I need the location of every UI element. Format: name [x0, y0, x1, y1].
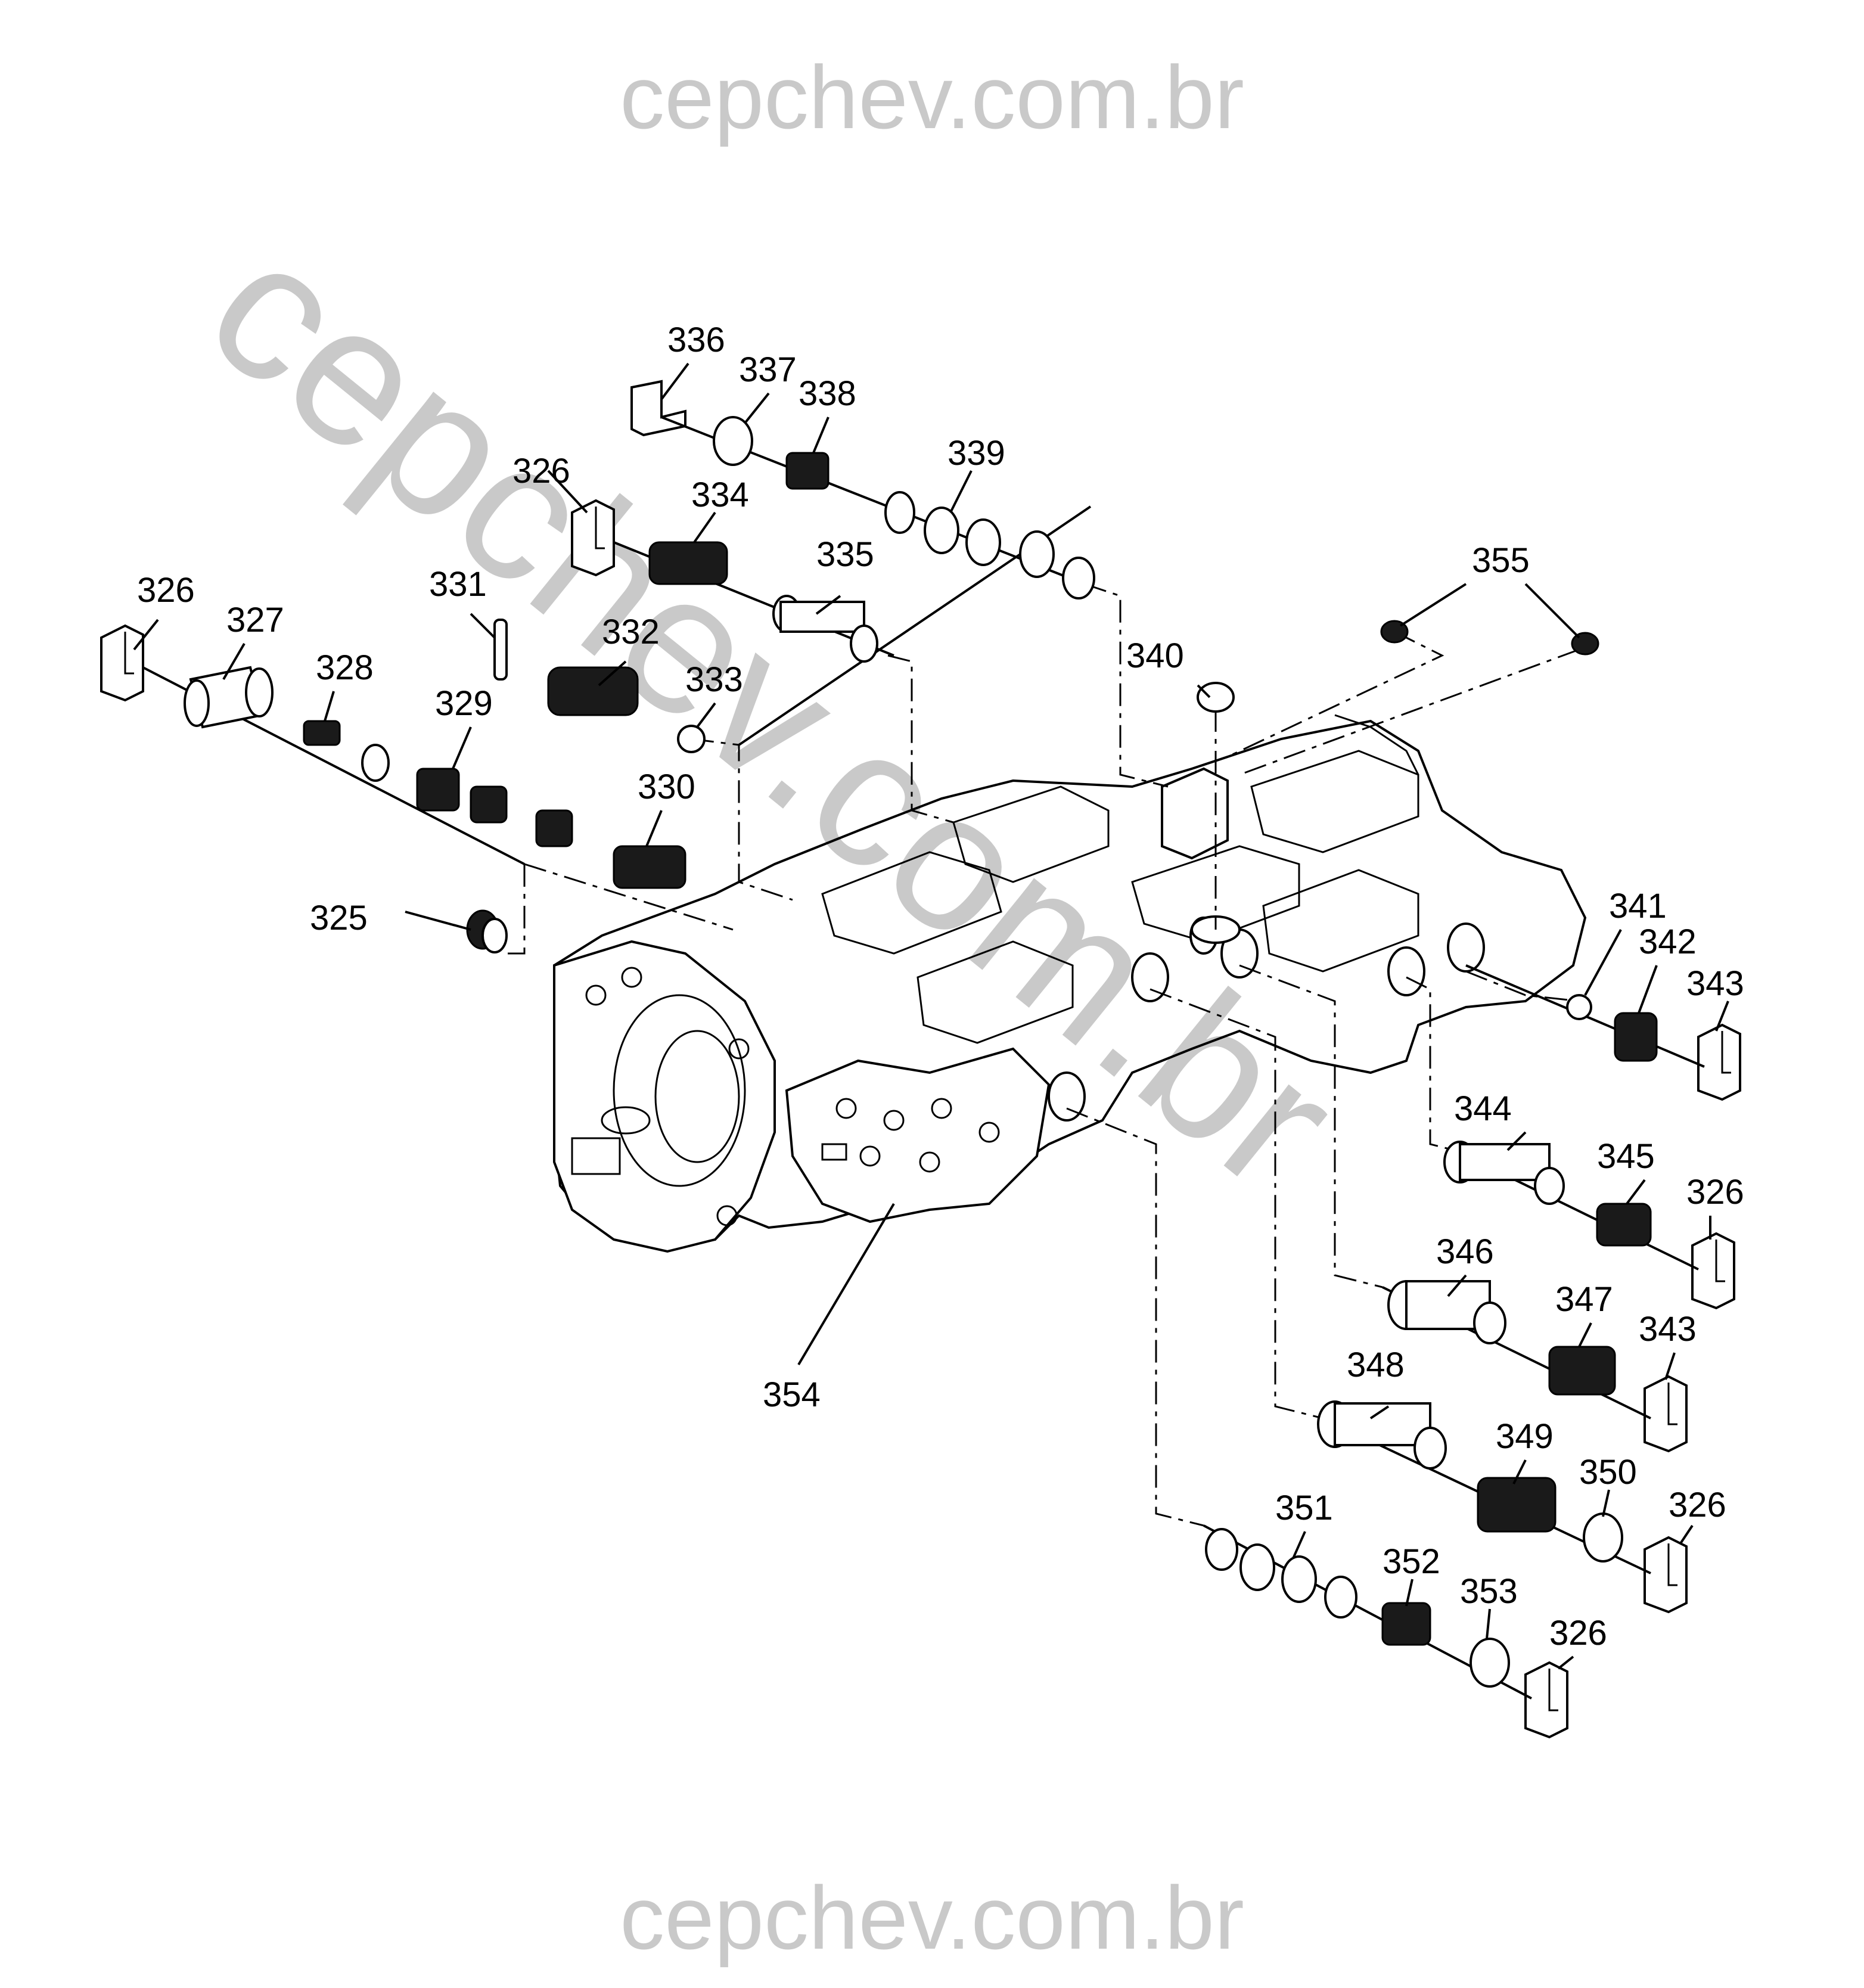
callout-labels: 325 326 326 326 326 326 326 327 328 329 … [137, 321, 1744, 1652]
callout-341: 341 [1609, 887, 1667, 925]
callout-326-b: 326 [512, 452, 570, 490]
callout-349: 349 [1496, 1417, 1554, 1456]
callout-347: 347 [1555, 1280, 1613, 1319]
watermark-bottom: cepchev.com.br [620, 1868, 1244, 1968]
callout-352: 352 [1383, 1542, 1440, 1581]
spring-347 [1548, 1346, 1616, 1396]
callout-343-a: 343 [1686, 964, 1744, 1003]
callout-355: 355 [1472, 541, 1530, 580]
callout-325: 325 [310, 899, 368, 937]
pin-331 [493, 619, 508, 681]
callout-339: 339 [947, 434, 1005, 473]
callout-326-e: 326 [1669, 1486, 1726, 1524]
plug-350 [1583, 1512, 1623, 1563]
bolts-355 [1380, 620, 1599, 656]
valve-346 [1387, 1280, 1506, 1344]
retainer-326-upper [571, 499, 615, 577]
callout-326-a: 326 [137, 571, 195, 610]
valve-body-housing [553, 714, 1587, 1253]
retainer-336 [630, 380, 686, 437]
spring-338 [785, 452, 830, 490]
spring-330 [613, 845, 686, 889]
valve-335 [772, 595, 878, 663]
retainer-326-top-left [100, 624, 144, 702]
spring-342 [1614, 1012, 1658, 1062]
callout-335: 335 [816, 535, 874, 574]
plug-353 [1470, 1638, 1510, 1688]
callout-326-c: 326 [1549, 1614, 1607, 1652]
spring-345 [1596, 1203, 1652, 1247]
valve-339 [884, 491, 1095, 599]
callout-346: 346 [1436, 1232, 1494, 1271]
retainer-326-right-1 [1691, 1232, 1735, 1310]
callout-344: 344 [1454, 1089, 1512, 1128]
plug-325 [466, 909, 508, 953]
callout-331: 331 [429, 565, 487, 604]
plug-337 [713, 416, 753, 466]
callout-343-b: 343 [1639, 1310, 1697, 1349]
retainer-343-upper [1697, 1023, 1741, 1101]
ball-333 [677, 725, 706, 753]
ball-341 [1566, 994, 1592, 1020]
plug-327 [184, 666, 274, 729]
spring-332 [547, 666, 639, 716]
spring-328 [303, 720, 341, 746]
spring-349 [1477, 1477, 1557, 1533]
retainer-326-right-2 [1644, 1536, 1688, 1614]
callout-329: 329 [435, 684, 493, 723]
callout-334: 334 [691, 476, 749, 514]
callout-326-f: 326 [1549, 1614, 1607, 1652]
callout-345: 345 [1597, 1137, 1655, 1176]
callout-337: 337 [739, 350, 797, 389]
callout-351: 351 [1275, 1489, 1333, 1527]
callout-354: 354 [763, 1375, 821, 1414]
callout-327: 327 [226, 601, 284, 639]
callout-333: 333 [685, 660, 743, 699]
spring-352 [1381, 1602, 1431, 1646]
callout-330: 330 [638, 768, 695, 806]
valve-329 [361, 744, 573, 847]
callout-326-d: 326 [1686, 1173, 1744, 1212]
spring-334 [648, 541, 728, 585]
assembly-centerlines [501, 583, 1580, 1527]
callout-342: 342 [1639, 922, 1697, 961]
valve-351 [1205, 1528, 1357, 1619]
component-axes [142, 416, 1705, 1700]
callout-340: 340 [1126, 636, 1184, 675]
watermark-top: cepchev.com.br [620, 47, 1244, 147]
callout-332: 332 [602, 613, 660, 651]
retainer-343-lower [1644, 1375, 1688, 1453]
valve-344 [1443, 1141, 1565, 1205]
callout-336: 336 [667, 321, 725, 359]
callout-353: 353 [1460, 1572, 1518, 1611]
callout-328: 328 [316, 648, 374, 687]
callout-350: 350 [1579, 1453, 1637, 1492]
retainer-326-right-3 [1524, 1661, 1568, 1739]
callout-338: 338 [799, 374, 856, 413]
callout-348: 348 [1347, 1346, 1405, 1384]
checkball-340 [1197, 682, 1235, 713]
callout-leaders [133, 362, 1729, 1670]
